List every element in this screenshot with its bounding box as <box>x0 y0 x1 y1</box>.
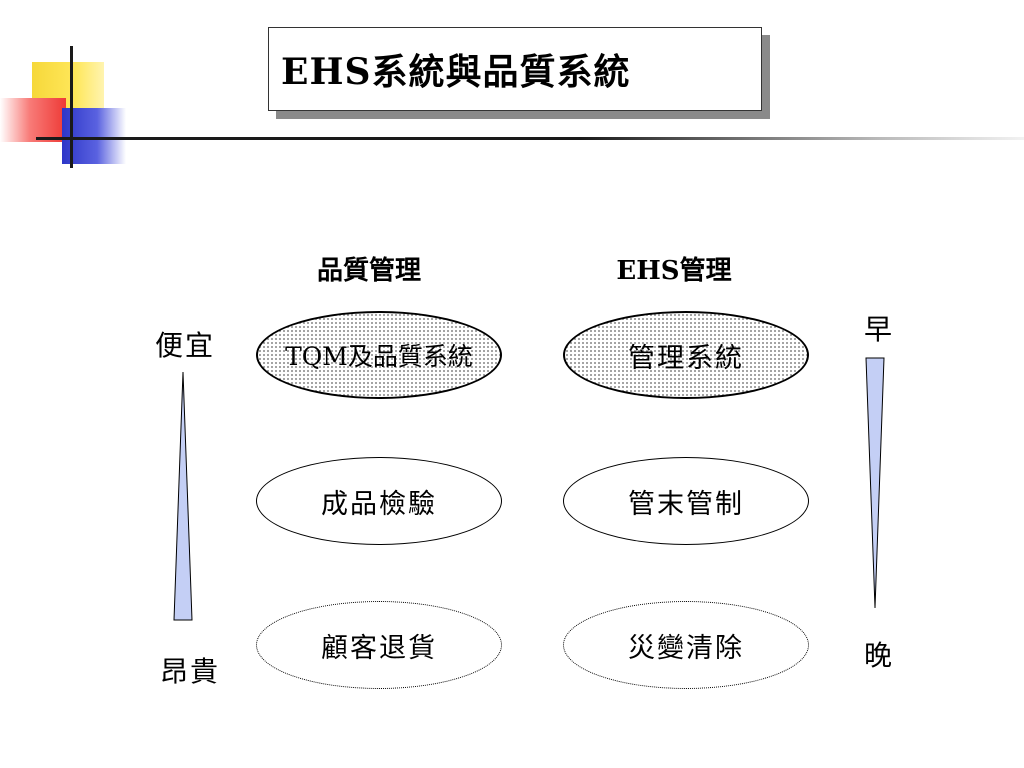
right-time-wedge-shape <box>865 357 885 609</box>
oval-management-system: 管理系統 <box>563 311 809 399</box>
oval-management-system-label: 管理系統 <box>628 342 744 374</box>
slide-title-text: EHS系統與品質系統 <box>281 51 631 93</box>
oval-product-inspection-label: 成品檢驗 <box>321 488 437 520</box>
slide-title: EHS系統與品質系統 <box>268 27 762 111</box>
right-axis-top-label: 早 <box>864 313 895 346</box>
left-axis-bottom-label: 昂貴 <box>160 655 221 688</box>
left-axis-top-label: 便宜 <box>155 329 216 362</box>
right-axis-bottom-label: 晚 <box>864 639 895 672</box>
oval-tqm-quality-system-label: TQM及品質系統 <box>285 342 473 371</box>
oval-customer-returns: 顧客退貨 <box>256 601 502 689</box>
right-column-header: EHS管理 <box>616 256 732 286</box>
oval-end-of-pipe-control: 管末管制 <box>563 457 809 545</box>
decor-vertical-line <box>70 46 73 168</box>
oval-product-inspection: 成品檢驗 <box>256 457 502 545</box>
oval-disaster-cleanup-label: 災變清除 <box>628 632 744 664</box>
oval-customer-returns-label: 顧客退貨 <box>321 632 437 664</box>
oval-disaster-cleanup: 災變清除 <box>563 601 809 689</box>
oval-tqm-quality-system: TQM及品質系統 <box>256 311 502 399</box>
left-cost-wedge <box>173 371 193 621</box>
decor-horizontal-line <box>36 137 1024 140</box>
right-time-wedge <box>865 357 885 609</box>
decor-red-square <box>0 98 66 142</box>
oval-end-of-pipe-control-label: 管末管制 <box>628 488 744 520</box>
left-column-header: 品質管理 <box>316 256 421 286</box>
left-cost-wedge-shape <box>173 371 193 621</box>
